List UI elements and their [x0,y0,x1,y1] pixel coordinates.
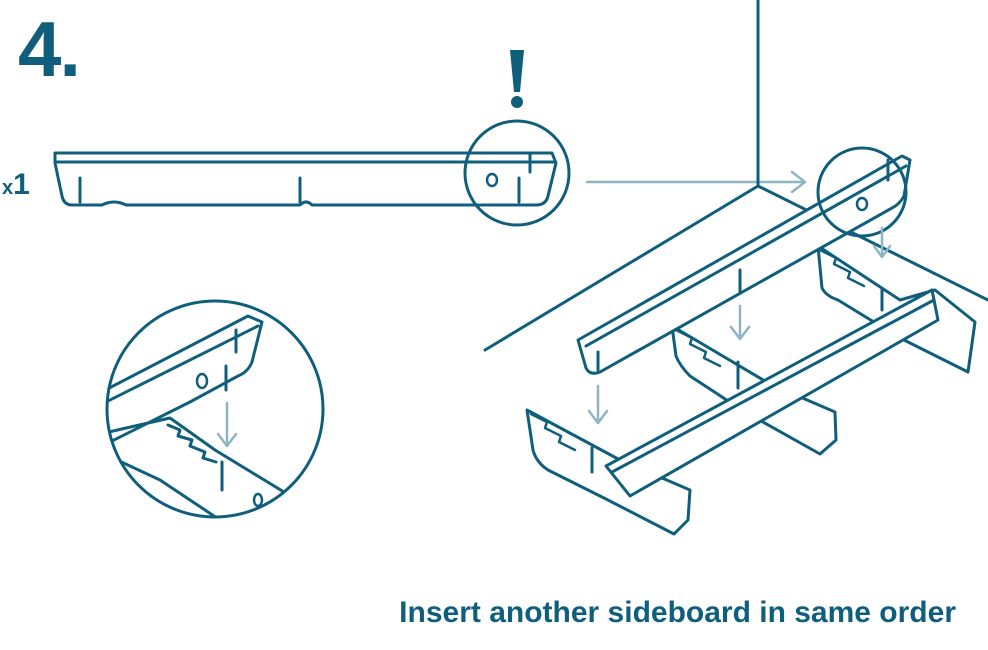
magnifier-circle-icon [105,299,325,519]
part-quantity: x1 [2,170,30,200]
magnifier-circle-icon [463,119,571,227]
magnifier-circle-icon [816,146,908,238]
instruction-caption: Insert another sideboard in same order [399,596,956,629]
step-number: 4. [18,5,81,93]
arrow-down-icon [872,226,892,259]
arrow-right-icon [585,170,807,194]
arrow-down-icon [587,384,609,425]
quantity-prefix: x [2,177,14,199]
quantity-value: 1 [13,168,30,201]
sideboard-part [53,119,571,227]
arrow-down-icon [729,304,751,341]
zoom-detail [105,299,325,519]
exclamation-icon [510,50,524,108]
assembly-view [483,0,988,536]
